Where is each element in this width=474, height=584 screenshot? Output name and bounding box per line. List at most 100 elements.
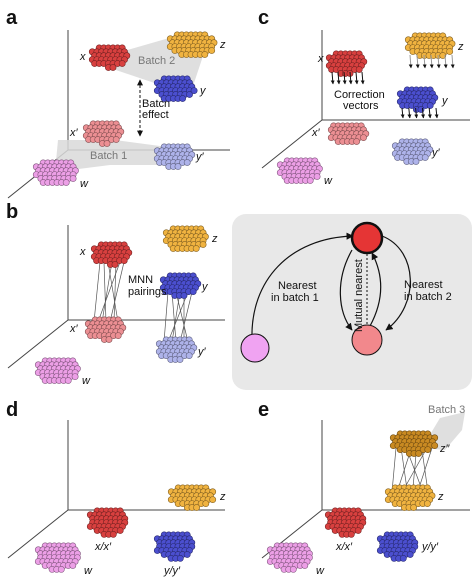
cell-dot [174, 163, 182, 170]
correction-vector [336, 71, 341, 85]
panel-b: b MNN pairings x z y x′ y′ w [6, 201, 472, 390]
nearest-batch2-label-1: Nearest [404, 279, 443, 291]
label-w: w [324, 175, 333, 187]
cell-dot [199, 241, 207, 248]
cluster-y-prime [153, 143, 196, 170]
label-y-y-prime: y/y′ [163, 565, 181, 577]
correction-vectors-x [330, 71, 365, 85]
cell-dot [69, 175, 77, 182]
panel-c-axes [261, 30, 470, 169]
label-z-double-prime: z″ [439, 443, 451, 455]
correction-vector [434, 107, 439, 119]
correction-vector [400, 107, 405, 119]
panel-e-letter: e [258, 399, 269, 421]
mnn-pairing-line [401, 447, 428, 493]
label-z: z [211, 233, 218, 245]
mnn-pairing-line [101, 261, 113, 323]
cell-dot [192, 245, 200, 252]
nearest-batch1-label-1: Nearest [278, 280, 317, 292]
correction-vectors-z [408, 54, 455, 69]
cell-dot [179, 95, 186, 102]
mnn-pairing-line [107, 261, 119, 323]
cluster-x [88, 44, 131, 71]
cell-dot [360, 134, 367, 141]
label-x: x [79, 51, 86, 63]
label-x: x [79, 246, 86, 258]
cluster-y-prime [155, 336, 198, 363]
cell-dot [57, 566, 65, 573]
arrow-mutual-down [339, 249, 353, 331]
cell-dot [208, 47, 216, 54]
cell-dot [355, 66, 363, 73]
label-w: w [84, 565, 93, 577]
cell-dot [176, 555, 184, 562]
batch2-label: Batch 2 [138, 55, 175, 67]
cell-dot [180, 292, 188, 299]
mnn-pairings-label-2: pairings [128, 286, 167, 298]
correction-vector [354, 71, 359, 85]
cell-dot [313, 173, 321, 180]
label-y-prime: y′ [195, 151, 205, 163]
nearest-batch2-label-2: in batch 2 [404, 291, 452, 303]
cell-dot [71, 373, 79, 380]
correction-vector [421, 107, 426, 119]
label-w: w [80, 178, 89, 190]
label-y-prime: y′ [197, 346, 207, 358]
panel-d-letter: d [6, 399, 18, 421]
cell-dot [111, 261, 119, 268]
cell-dot [412, 158, 420, 165]
cell-dot [399, 555, 407, 562]
cell-dot [431, 442, 439, 449]
correction-vector [429, 54, 434, 69]
correction-vectors-y [400, 107, 439, 119]
cell-dot [426, 102, 434, 109]
cell-dot [69, 562, 77, 569]
node-red [350, 221, 384, 255]
correction-vector [436, 54, 441, 69]
mnn-pairing-line [171, 291, 177, 343]
batch-effect-label-2: effect [142, 109, 169, 121]
mnn-pairing-line [179, 291, 193, 343]
label-w: w [316, 565, 325, 577]
panel-c: c Correction vectors x z y x′ y′ w [258, 7, 470, 187]
cell-dot [306, 177, 314, 184]
cluster-y [396, 86, 439, 113]
arrow-nearest-batch1 [251, 232, 354, 341]
cell-dot [421, 154, 429, 161]
cell-dot [183, 551, 191, 558]
correction-label-1: Correction [334, 89, 385, 101]
mnn-pairing-line [109, 261, 125, 323]
cluster-x-x-prime [324, 507, 367, 538]
mnn-pairing-line [167, 291, 189, 343]
correction-vector [348, 71, 353, 85]
cell-dot [176, 356, 184, 363]
label-x: x [317, 53, 324, 65]
cell-dot [301, 562, 309, 569]
cluster-x-x-prime [86, 507, 129, 538]
label-x-x-prime: x/x′ [94, 541, 112, 553]
cell-dot [209, 496, 217, 503]
cell-dot [116, 527, 124, 534]
cell-dot [347, 531, 355, 538]
cell-dot [446, 48, 454, 55]
mnn-pairing-line [175, 291, 189, 343]
node-pink [351, 324, 383, 356]
mutual-nearest-label: Mutual nearest [353, 259, 365, 332]
label-x-prime: x′ [69, 323, 79, 335]
panel-a: a Batch 2 Batch 1 Batch effect x z y x′ … [6, 7, 230, 199]
panel-b-letter: b [6, 201, 18, 223]
arrow-mutual-up [369, 252, 382, 327]
cluster-w [34, 357, 81, 384]
mnn-pairing-line [103, 261, 107, 323]
panel-e: e Batch 3 z″ z x/x′ y/y′ w [258, 399, 470, 577]
batch3-label: Batch 3 [428, 404, 465, 416]
cell-dot [424, 446, 432, 453]
cell-dot [118, 60, 126, 67]
cluster-y-prime [391, 138, 434, 165]
cell-dot [183, 159, 191, 166]
correction-label-2: vectors [343, 100, 379, 112]
label-z: z [437, 491, 444, 503]
mutual-nearest-inset: Nearest in batch 1 Nearest in batch 2 Mu… [232, 214, 472, 390]
batch1-label: Batch 1 [90, 150, 127, 162]
